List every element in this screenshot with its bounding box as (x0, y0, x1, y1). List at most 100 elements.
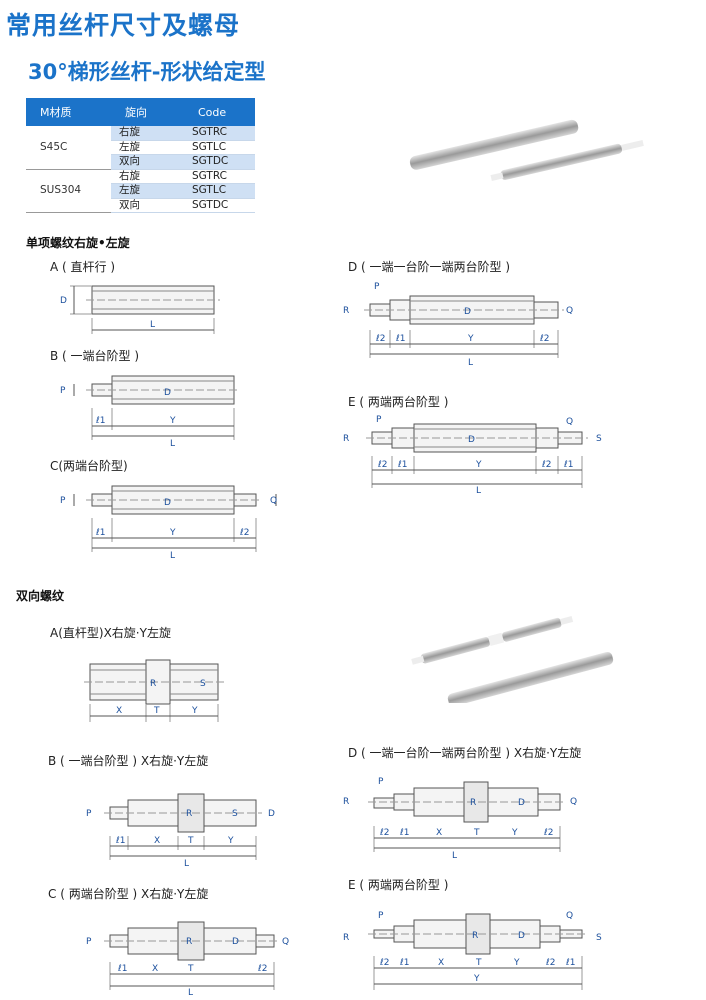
dim-label: Q (570, 797, 577, 807)
page-subtitle: 30°梯形丝杆-形状给定型 (28, 60, 266, 84)
dim-label: Q (270, 496, 277, 506)
dim-label: ℓ1 (115, 836, 125, 846)
dim-label: L (150, 320, 155, 330)
dim-label: ℓ2 (379, 828, 389, 838)
dim-label: D (164, 388, 171, 398)
dim-label: Y (473, 974, 480, 984)
dim-label: R (186, 937, 192, 947)
dim-label: Y (511, 828, 518, 838)
drawing-a (70, 285, 220, 334)
drawing-label-a: A ( 直杆行 ) (50, 260, 116, 274)
drawing-double-c (104, 921, 280, 990)
dim-label: ℓ2 (375, 334, 385, 344)
drawing-label-b: B ( 一端台阶型 ) (50, 349, 140, 363)
material-cell: S45C (26, 126, 111, 170)
dim-label: Q (566, 911, 573, 921)
drawing-label-e: E ( 两端两台阶型 ) (348, 395, 449, 409)
drawing-d (364, 295, 564, 358)
dim-label: ℓ1 (399, 958, 409, 968)
dim-label: Y (191, 706, 198, 716)
dim-label: Y (475, 460, 482, 470)
dim-label: P (374, 282, 380, 292)
dim-label: Y (513, 958, 520, 968)
col-code: Code (184, 98, 255, 126)
direction-cell: 左旋 (111, 140, 184, 155)
dim-label: D (268, 809, 275, 819)
dim-label: ℓ1 (399, 828, 409, 838)
dim-label: R (470, 798, 476, 808)
dim-label: R (343, 306, 349, 316)
drawing-label-double-b: B ( 一端台阶型 ) X右旋·Y左旋 (48, 754, 209, 768)
dim-label: R (472, 931, 478, 941)
dim-label: L (170, 551, 175, 561)
dim-label: X (116, 706, 122, 716)
table-row: SUS304 右旋 SGTRC (26, 169, 255, 213)
dim-label: ℓ1 (565, 958, 575, 968)
dim-label: T (473, 828, 480, 838)
dim-label: S (200, 679, 206, 689)
table-row: S45C 右旋 SGTRC (26, 126, 255, 170)
code-cell: SGTDC (184, 154, 255, 170)
dim-label: L (188, 988, 193, 998)
drawing-label-double-d: D ( 一端一台阶一端两台阶型 ) X右旋·Y左旋 (348, 746, 582, 760)
dim-label: Y (169, 416, 176, 426)
dim-label: Q (566, 417, 573, 427)
product-photo-rods (409, 119, 644, 181)
dim-label: L (468, 358, 473, 368)
drawing-b (73, 375, 240, 440)
dim-label: D (464, 307, 471, 317)
dim-label: L (476, 486, 481, 496)
section-title-double: 双向螺纹 (16, 589, 65, 603)
dim-label: L (170, 439, 175, 449)
dim-label: Y (467, 334, 474, 344)
dim-label: R (186, 809, 192, 819)
drawing-e (366, 423, 588, 488)
dim-label: D (232, 937, 239, 947)
drawing-double-d (368, 781, 566, 852)
table-row: 左旋 SGTLC (26, 183, 255, 199)
dim-label: L (184, 859, 189, 869)
direction-cell: 右旋 (111, 126, 184, 141)
dim-label: ℓ2 (543, 828, 553, 838)
dim-label: Q (566, 306, 573, 316)
dim-label: ℓ1 (117, 964, 127, 974)
dim-label: D (518, 931, 525, 941)
product-photo-double-rods (411, 616, 614, 703)
material-cell: SUS304 (26, 169, 111, 213)
dim-label: X (152, 964, 158, 974)
dim-label: ℓ2 (257, 964, 267, 974)
dim-label: R (343, 797, 349, 807)
dim-label: R (343, 933, 349, 943)
col-material: M材质 (26, 98, 111, 126)
drawing-label-double-a: A(直杆型)X右旋·Y左旋 (50, 626, 171, 640)
dim-label: T (187, 964, 194, 974)
dim-label: X (436, 828, 442, 838)
drawing-label-double-e: E ( 两端两台阶型 ) (348, 878, 449, 892)
col-direction: 旋向 (111, 98, 184, 126)
dim-label: S (596, 434, 602, 444)
table-row: 双向 SGTDC (26, 154, 255, 170)
dim-label: X (154, 836, 160, 846)
dim-label: P (378, 777, 384, 787)
dim-label: D (164, 498, 171, 508)
code-cell: SGTRC (184, 126, 255, 141)
dim-label: ℓ2 (541, 460, 551, 470)
dim-label: D (468, 435, 475, 445)
dim-label: Q (282, 937, 289, 947)
dim-label: ℓ1 (95, 416, 105, 426)
dim-label: T (153, 706, 160, 716)
dim-label: P (86, 937, 92, 947)
dim-label: P (60, 496, 66, 506)
direction-cell: 双向 (111, 154, 184, 170)
page-title: 常用丝杆尺寸及螺母 (6, 11, 241, 40)
drawing-label-c: C(两端台阶型) (50, 459, 128, 473)
spec-table: M材质 旋向 Code S45C 右旋 SGTRC 左旋 SGTLC 双向 SG… (26, 98, 255, 213)
dim-label: S (596, 933, 602, 943)
dim-label: ℓ1 (95, 528, 105, 538)
dim-label: D (518, 798, 525, 808)
dim-label: D (60, 296, 67, 306)
dim-label: Y (227, 836, 234, 846)
direction-cell: 左旋 (111, 183, 184, 199)
dim-label: R (343, 434, 349, 444)
